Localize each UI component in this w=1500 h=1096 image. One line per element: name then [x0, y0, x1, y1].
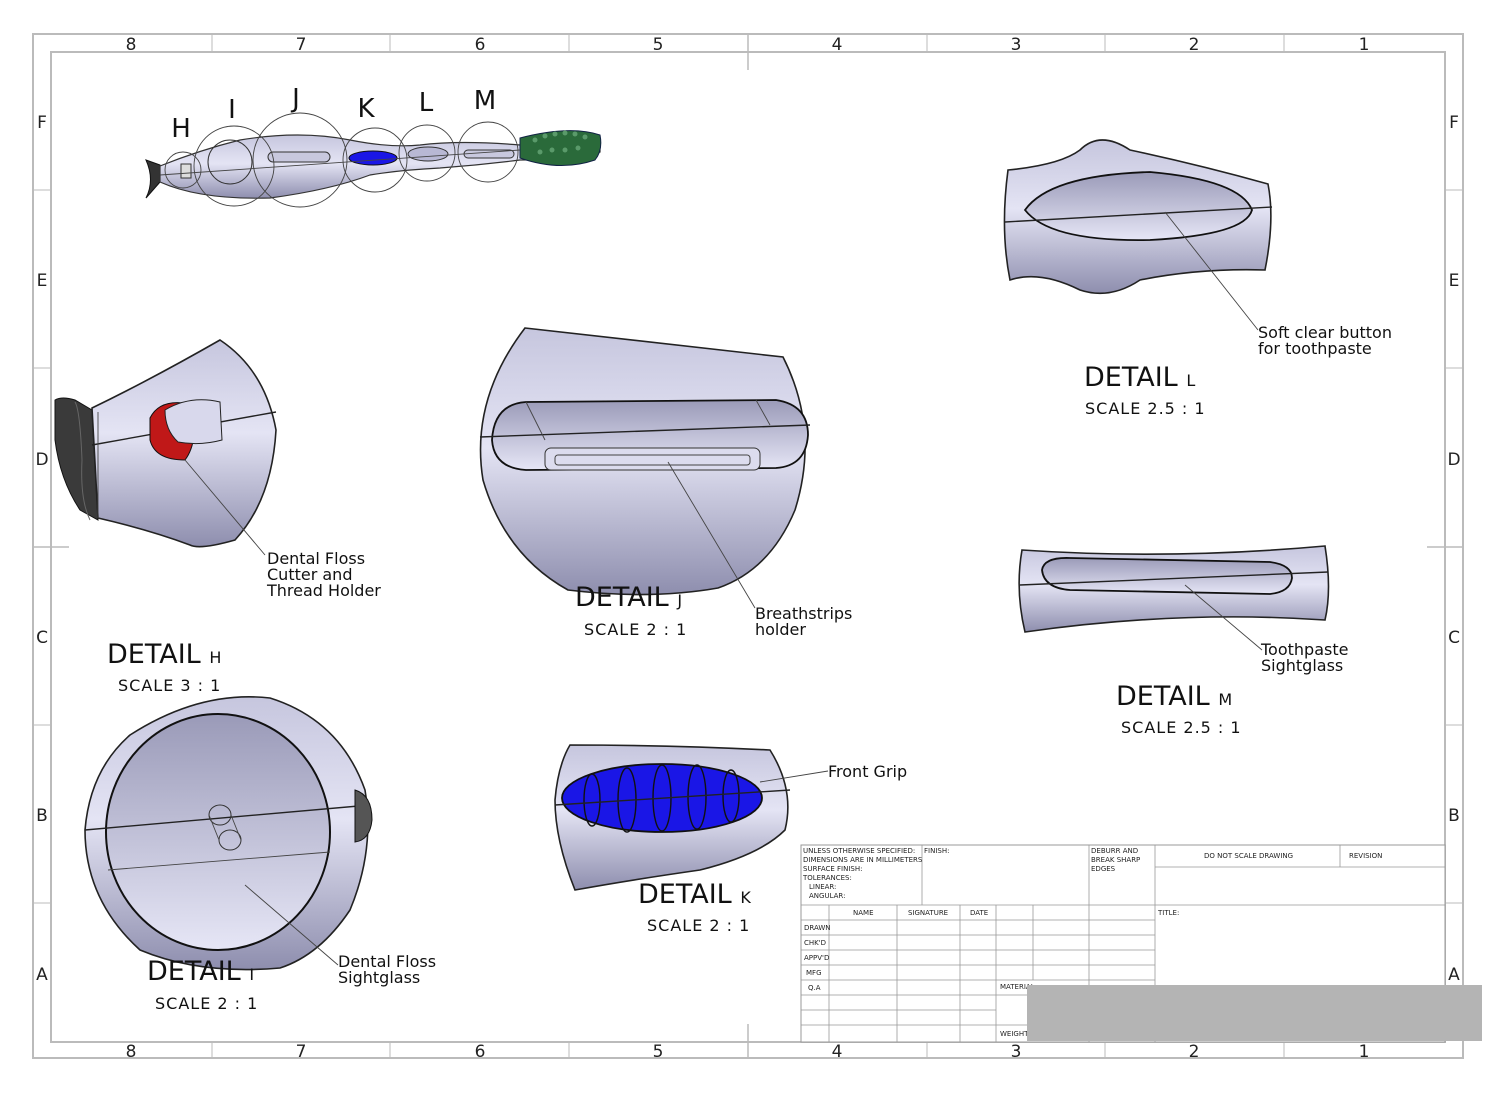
- col-label: 8: [126, 1042, 137, 1062]
- row-label: C: [36, 628, 48, 648]
- detail-label-j: J: [290, 84, 300, 114]
- title-block: UNLESS OTHERWISE SPECIFIED: DIMENSIONS A…: [801, 845, 1482, 1042]
- callout-breathstrips-holder: Breathstrips holder: [755, 604, 857, 639]
- finish-label: FINISH:: [924, 847, 949, 855]
- col-label: 8: [126, 35, 137, 55]
- col-label: 7: [296, 35, 307, 55]
- row-label: B: [1448, 806, 1460, 826]
- callout-soft-clear-button: Soft clear button for toothpaste: [1258, 323, 1397, 358]
- col-label: 2: [1189, 35, 1200, 55]
- row-label: C: [1448, 628, 1460, 648]
- detail-label-h: H: [171, 114, 191, 144]
- do-not-scale-note: DO NOT SCALE DRAWING: [1204, 852, 1293, 860]
- detail-j-scale: SCALE 2 : 1: [584, 620, 687, 639]
- redaction-box: [1027, 985, 1482, 1041]
- row-label: D: [1447, 450, 1460, 470]
- row-label: F: [37, 113, 47, 133]
- callout-dental-floss-sightglass: Dental Floss Sightglass: [338, 952, 441, 987]
- row-approved: APPV'D: [804, 954, 829, 962]
- col-label: 7: [296, 1042, 307, 1062]
- col-label: 3: [1011, 1042, 1022, 1062]
- detail-label-k: K: [357, 94, 375, 124]
- row-label: D: [35, 450, 48, 470]
- row-checked: CHK'D: [804, 939, 826, 947]
- detail-i-scale: SCALE 2 : 1: [155, 994, 258, 1013]
- detail-h-title: DETAIL H: [107, 639, 221, 670]
- detail-m-view: Toothpaste Sightglass DETAIL M SCALE 2.5…: [1019, 546, 1353, 737]
- col-label: 6: [475, 35, 486, 55]
- detail-i-view: Dental Floss Sightglass DETAIL I SCALE 2…: [85, 697, 441, 1013]
- col-label: 1: [1359, 1042, 1370, 1062]
- row-label: A: [36, 965, 48, 985]
- row-drawn: DRAWN: [804, 924, 831, 932]
- row-mfg: MFG: [806, 969, 822, 977]
- detail-j-title: DETAIL J: [575, 582, 682, 613]
- detail-label-i: I: [228, 95, 236, 125]
- revision-label: REVISION: [1349, 852, 1382, 860]
- row-label: A: [1448, 965, 1460, 985]
- header-date: DATE: [970, 909, 988, 917]
- detail-h-scale: SCALE 3 : 1: [118, 676, 221, 695]
- row-qa: Q.A: [808, 984, 821, 992]
- detail-k-scale: SCALE 2 : 1: [647, 916, 750, 935]
- col-label: 2: [1189, 1042, 1200, 1062]
- detail-label-m: M: [474, 86, 496, 116]
- row-labels-right: F E D C B A: [1447, 113, 1460, 985]
- weight-label: WEIGHT:: [1000, 1030, 1030, 1038]
- row-labels-left: F E D C B A: [35, 113, 48, 985]
- toothbrush-overview: H I J K L M: [146, 84, 601, 207]
- col-label: 4: [832, 35, 843, 55]
- row-label: F: [1449, 113, 1459, 133]
- callout-toothpaste-sightglass: Toothpaste Sightglass: [1260, 640, 1354, 675]
- callout-front-grip: Front Grip: [828, 762, 907, 781]
- detail-l-view: Soft clear button for toothpaste DETAIL …: [1004, 140, 1397, 418]
- header-name: NAME: [853, 909, 874, 917]
- col-label: 6: [475, 1042, 486, 1062]
- detail-label-l: L: [419, 88, 434, 118]
- row-label: B: [36, 806, 48, 826]
- detail-l-title: DETAIL L: [1084, 362, 1195, 393]
- detail-h-view: Dental Floss Cutter and Thread Holder DE…: [55, 340, 381, 695]
- detail-m-title: DETAIL M: [1116, 681, 1232, 712]
- row-label: E: [37, 271, 48, 291]
- col-label: 4: [832, 1042, 843, 1062]
- detail-l-scale: SCALE 2.5 : 1: [1085, 399, 1206, 418]
- col-label: 5: [653, 35, 664, 55]
- col-label: 5: [653, 1042, 664, 1062]
- detail-m-scale: SCALE 2.5 : 1: [1121, 718, 1242, 737]
- callout-dental-floss-cutter: Dental Floss Cutter and Thread Holder: [266, 549, 381, 600]
- detail-j-view: Breathstrips holder DETAIL J SCALE 2 : 1: [480, 328, 857, 639]
- col-label: 1: [1359, 35, 1370, 55]
- title-label: TITLE:: [1157, 909, 1179, 917]
- header-signature: SIGNATURE: [908, 909, 948, 917]
- detail-i-title: DETAIL I: [147, 956, 254, 987]
- col-label: 3: [1011, 35, 1022, 55]
- row-label: E: [1449, 271, 1460, 291]
- detail-k-title: DETAIL K: [638, 879, 751, 910]
